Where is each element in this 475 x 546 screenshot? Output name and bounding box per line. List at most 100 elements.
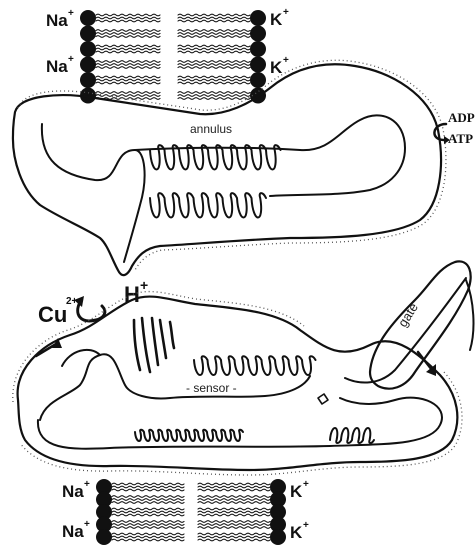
k-label: K bbox=[290, 523, 303, 542]
lipid-tail bbox=[96, 33, 160, 35]
side-arrow-right bbox=[418, 352, 432, 370]
lipid-tail bbox=[198, 533, 270, 535]
lipid-tail bbox=[112, 511, 184, 513]
lipid-head bbox=[80, 41, 96, 57]
na-charge: + bbox=[68, 8, 74, 19]
lipid-tail bbox=[178, 14, 250, 16]
lipid-head bbox=[96, 529, 112, 545]
lipid-tail bbox=[112, 539, 184, 541]
lipid-tail bbox=[112, 524, 184, 526]
lipid-tail bbox=[178, 79, 250, 81]
lipid-tail bbox=[96, 48, 160, 50]
h-charge: + bbox=[140, 277, 148, 293]
upper-helix-row-2 bbox=[150, 193, 266, 217]
upper-chain-link bbox=[135, 115, 405, 196]
lipid-tail bbox=[178, 76, 250, 78]
lipid-tail bbox=[198, 483, 270, 485]
lipid-tail bbox=[96, 14, 160, 16]
lipid-tail bbox=[112, 508, 184, 510]
lipid-tail bbox=[198, 502, 270, 504]
lipid-tail bbox=[96, 45, 160, 47]
lipid-tail bbox=[178, 17, 250, 19]
sensor-label: - sensor - bbox=[186, 381, 237, 395]
gate-arm-outline bbox=[370, 261, 471, 388]
cu-ion-label: Cu 2+ bbox=[38, 296, 78, 327]
lipid-tail bbox=[178, 51, 250, 53]
adp-label: ADP bbox=[448, 110, 475, 125]
lipid-tail bbox=[178, 48, 250, 50]
channel-hairpin bbox=[134, 318, 174, 372]
lipid-tail bbox=[178, 98, 250, 100]
lipid-tail bbox=[178, 67, 250, 69]
upper-protein-chain bbox=[42, 124, 145, 262]
top-lipid-bilayer bbox=[80, 10, 266, 104]
helix-coil bbox=[150, 193, 266, 217]
lower-helix-row-3 bbox=[330, 428, 374, 443]
bottom-k-label-2: K + bbox=[290, 520, 309, 542]
helix-coil bbox=[330, 428, 374, 443]
bottom-na-label-1: Na + bbox=[62, 479, 90, 501]
bottom-na-label-2: Na + bbox=[62, 519, 90, 541]
lipid-tail bbox=[198, 499, 270, 501]
lipid-tail bbox=[96, 67, 160, 69]
lipid-tail bbox=[96, 64, 160, 66]
na-label: Na bbox=[46, 11, 68, 30]
lipid-head bbox=[270, 529, 286, 545]
lipid-tail bbox=[178, 95, 250, 97]
lipid-tail bbox=[96, 17, 160, 19]
lipid-tail bbox=[198, 521, 270, 523]
lipid-tail bbox=[178, 61, 250, 63]
lower-protein-loop bbox=[38, 398, 442, 449]
k-charge: + bbox=[303, 520, 309, 531]
na-charge: + bbox=[68, 54, 74, 65]
annulus-label: annulus bbox=[190, 122, 232, 136]
lipid-tail bbox=[198, 527, 270, 529]
lipid-tail bbox=[112, 527, 184, 529]
lipid-tail bbox=[112, 502, 184, 504]
upper-protein-outline bbox=[13, 64, 441, 275]
lipid-head bbox=[250, 57, 266, 73]
lipid-tail bbox=[198, 486, 270, 488]
lipid-tail bbox=[178, 82, 250, 84]
lipid-tail bbox=[178, 20, 250, 22]
lipid-tail bbox=[96, 36, 160, 38]
atp-label: ATP bbox=[448, 131, 473, 146]
bottom-lipid-bilayer bbox=[96, 479, 286, 545]
top-na-label-1: Na + bbox=[46, 8, 74, 30]
lipid-tail bbox=[198, 496, 270, 498]
lipid-tail bbox=[198, 536, 270, 538]
lipid-tail bbox=[112, 536, 184, 538]
k-charge: + bbox=[303, 479, 309, 490]
lipid-head bbox=[250, 41, 266, 57]
k-label: K bbox=[270, 10, 283, 29]
lipid-tail bbox=[96, 95, 160, 97]
lipid-head bbox=[80, 10, 96, 26]
helix-coil bbox=[194, 356, 316, 375]
k-label: K bbox=[270, 58, 283, 77]
k-label: K bbox=[290, 482, 303, 501]
lower-helix-row-1 bbox=[194, 356, 316, 375]
lipid-head bbox=[250, 10, 266, 26]
lipid-head bbox=[250, 72, 266, 88]
na-charge: + bbox=[84, 479, 90, 490]
lipid-tail bbox=[178, 92, 250, 94]
na-label: Na bbox=[62, 482, 84, 501]
lipid-tail bbox=[112, 486, 184, 488]
top-k-label-1: K + bbox=[270, 7, 289, 29]
lipid-head bbox=[250, 26, 266, 42]
cu-label: Cu bbox=[38, 302, 67, 327]
lipid-tail bbox=[198, 508, 270, 510]
lipid-tail bbox=[198, 511, 270, 513]
top-na-label-2: Na + bbox=[46, 54, 74, 76]
lipid-tail bbox=[96, 20, 160, 22]
lipid-tail bbox=[96, 82, 160, 84]
top-k-label-2: K + bbox=[270, 55, 289, 77]
lipid-tail bbox=[198, 524, 270, 526]
lipid-tail bbox=[112, 514, 184, 516]
lipid-tail bbox=[178, 33, 250, 35]
lipid-tail bbox=[198, 514, 270, 516]
lipid-tail bbox=[96, 76, 160, 78]
small-ring-marker bbox=[318, 394, 328, 404]
lipid-tail bbox=[178, 36, 250, 38]
